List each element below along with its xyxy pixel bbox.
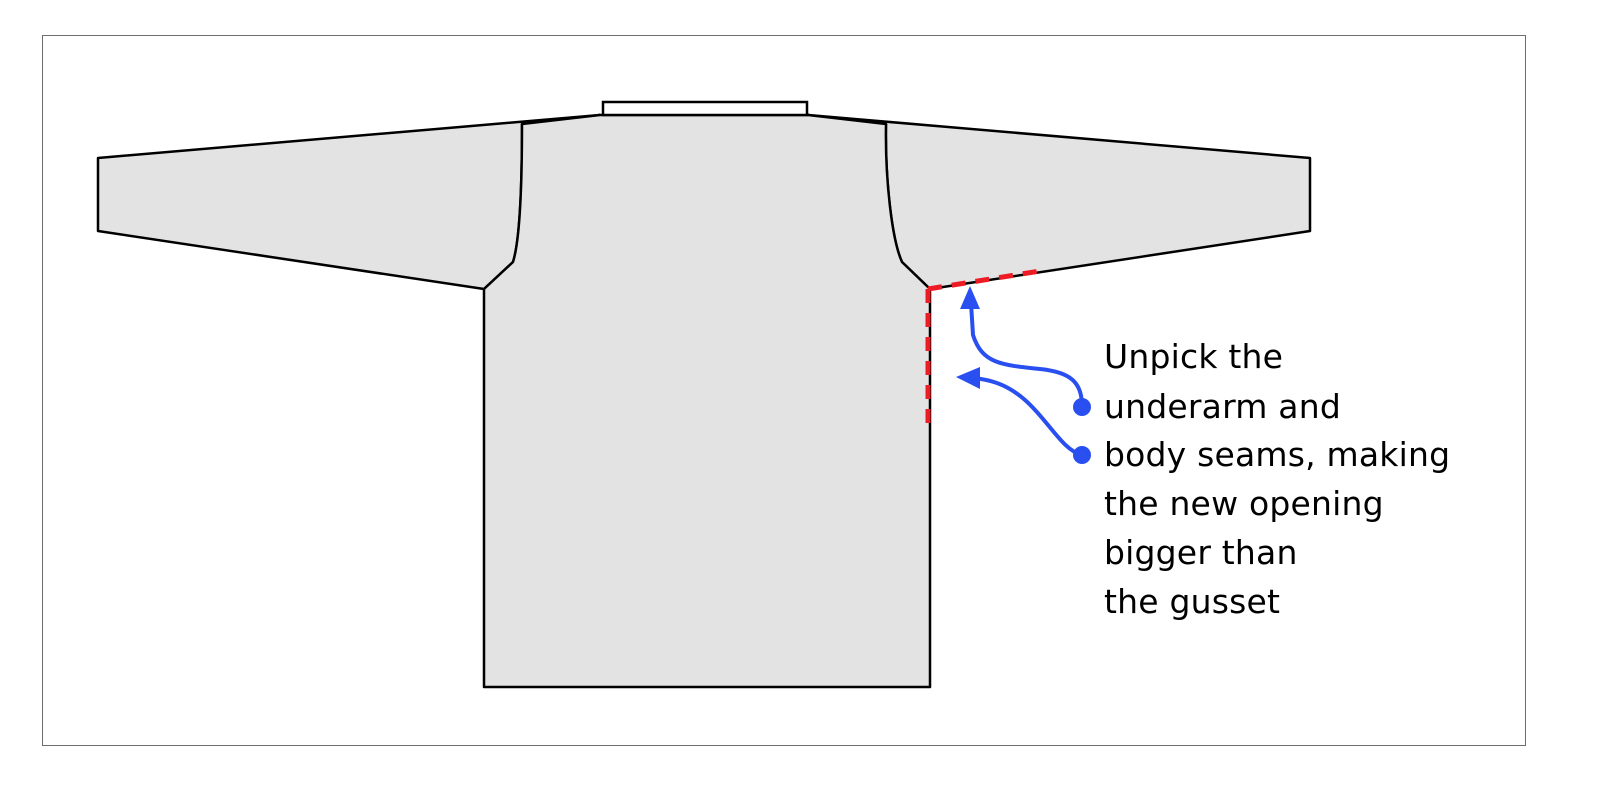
bullet-dot-underarm-icon bbox=[1073, 398, 1091, 416]
bullet-dot-body-icon bbox=[1073, 446, 1091, 464]
garment-body bbox=[482, 113, 932, 689]
arrow-to-underarm-seam bbox=[969, 301, 1084, 408]
caption-line-1: Unpick the bbox=[1104, 337, 1284, 376]
caption-line-4: the new opening bbox=[1104, 484, 1384, 523]
caption-line-5: bigger than bbox=[1104, 533, 1298, 572]
caption-line-2: underarm and bbox=[1104, 387, 1341, 426]
arrowhead-body-icon bbox=[956, 367, 980, 389]
underarm-seam-dashed-line bbox=[927, 268, 1041, 292]
collar bbox=[601, 100, 809, 117]
arrowhead-underarm-icon bbox=[960, 286, 980, 309]
arrow-to-body-seam bbox=[972, 376, 1084, 457]
caption-line-3: body seams, making bbox=[1104, 435, 1451, 474]
caption-line-6: the gusset bbox=[1104, 582, 1281, 621]
